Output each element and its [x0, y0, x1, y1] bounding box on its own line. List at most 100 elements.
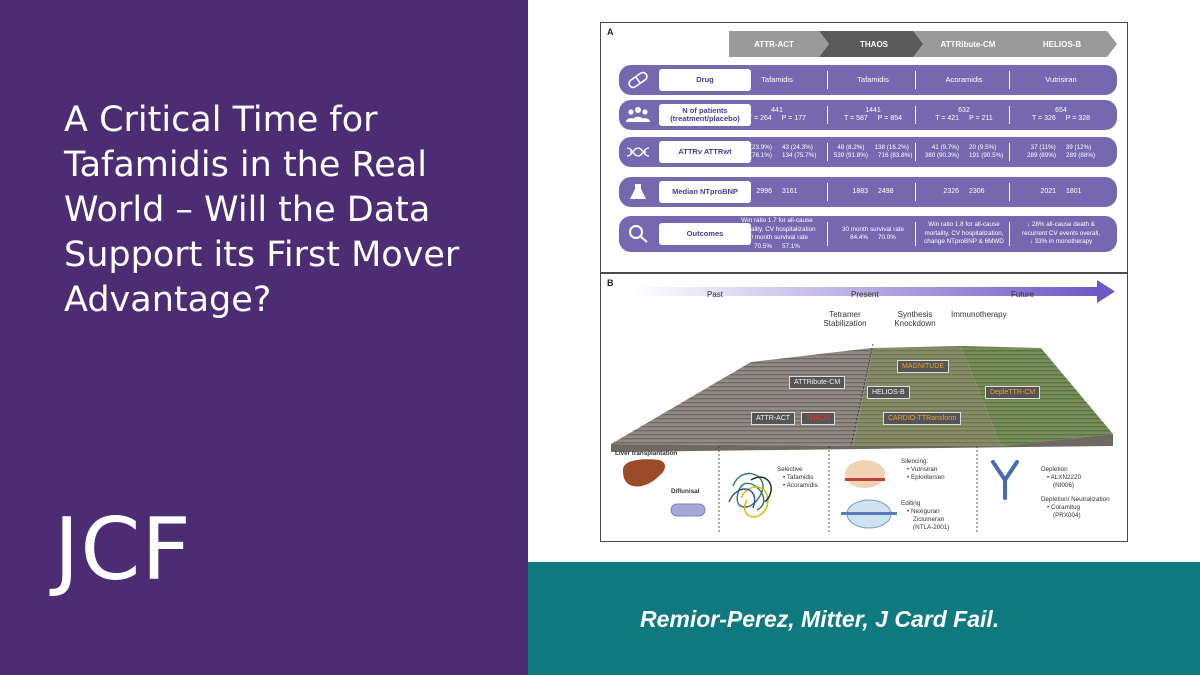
neutralization-item-1: • Coramitug	[1047, 504, 1081, 511]
column-separator	[915, 71, 916, 89]
crispr-icon	[841, 499, 897, 529]
journal-logo: JCF	[54, 500, 192, 600]
magnifier-icon	[625, 224, 651, 244]
field-depletter-cm: DepleTTR-CM	[985, 386, 1041, 399]
depletion-item-2: (NI006)	[1053, 482, 1074, 489]
flask-icon	[625, 182, 651, 202]
editing-item-3: (NTLA-2001)	[913, 524, 950, 531]
column-separator	[915, 183, 916, 201]
column-separator	[915, 143, 916, 161]
timeline-past: Past	[707, 290, 724, 299]
table-cell: ↓ 28% all-cause death &recurrent CV even…	[1021, 221, 1101, 246]
silencing-item-1: • Vutrisiran	[907, 466, 938, 473]
column-separator	[1009, 143, 1010, 161]
editing-title: Editing	[901, 500, 921, 507]
liver-transplantation-label: Liver transplantation	[615, 450, 678, 457]
column-separator	[915, 106, 916, 124]
silencing-title: Silencing:	[901, 458, 929, 465]
table-cell: 37 (11%)39 (12%)289 (89%)289 (88%)	[1026, 143, 1096, 160]
selective-block: Selective • Tafamidis • Acoramidis	[777, 466, 818, 490]
trial-chevron	[819, 31, 929, 57]
column-separator	[915, 222, 916, 246]
column-separator	[827, 222, 828, 246]
table-cell: Vutrisiran	[1045, 74, 1077, 84]
timeline-present: Present	[851, 290, 879, 299]
title-panel: A Critical Time for Tafamidis in the Rea…	[0, 0, 528, 675]
trial-chevron-label: HELIOS-B	[1042, 39, 1082, 49]
figure-panel-b: B	[600, 273, 1128, 542]
panel-letter: B	[607, 278, 614, 288]
trial-chevron-label: THAOS	[860, 39, 888, 49]
column-separator	[827, 183, 828, 201]
field-attr-act: ATTR-ACT	[751, 412, 796, 425]
selective-title: Selective	[777, 466, 803, 473]
antibody-icon	[991, 460, 1019, 500]
pill-icon	[625, 70, 651, 90]
neutralization-block: Depletion/ Neutralization • Coramitug (P…	[1041, 496, 1115, 520]
trial-chevron	[729, 31, 829, 57]
column-separator	[827, 106, 828, 124]
row-label: Drug	[659, 69, 751, 91]
column-separator	[1009, 106, 1010, 124]
row-label: Median NTproBNP	[659, 181, 751, 203]
strategy-stabilization: Tetramer Stabilization	[823, 310, 867, 328]
editing-item-2: Ziclumeran	[913, 516, 945, 523]
editing-item-1: • Nexiguran	[907, 508, 940, 515]
citation-band	[528, 562, 1200, 675]
slide-title: A Critical Time for Tafamidis in the Rea…	[64, 100, 460, 320]
table-cell: 41 (9.7%)20 (9.5%)380 (90.3%)191 (90.5%)	[924, 143, 1004, 160]
neutralization-item-2: (PRX004)	[1053, 512, 1081, 519]
trial-chevron-label: ATTRibute-CM	[940, 39, 996, 49]
strategy-knockdown: Synthesis Knockdown	[894, 310, 936, 328]
field-attribute-cm: ATTRibute-CM	[789, 376, 846, 389]
section-dividers	[718, 343, 978, 532]
column-separator	[1009, 222, 1010, 246]
column-separator	[1009, 183, 1010, 201]
selective-item-2: • Acoramidis	[783, 482, 818, 489]
column-separator	[827, 71, 828, 89]
silencing-block: Silencing: • Vutrisiran • Eplontersen	[901, 458, 945, 482]
column-separator	[827, 143, 828, 161]
diflunisal-label: Diflunisal	[671, 488, 700, 495]
crop-field	[611, 346, 1113, 452]
dna-icon	[625, 142, 651, 162]
trial-chevron-label: ATTR-ACT	[754, 39, 794, 49]
tetramer-icon	[728, 472, 772, 518]
depletion-block: Depletion • ALXN2220 (NI006)	[1041, 466, 1081, 490]
trial-chevron	[913, 31, 1023, 57]
field-cardio-ttransform: CARDIO-TTRansform	[883, 412, 962, 425]
depletion-item-1: • ALXN2220	[1047, 474, 1082, 481]
silencing-item-2: • Eplontersen	[907, 474, 945, 481]
table-cell: 63 (23.9%)43 (24.3%)201 (76.1%)134 (75.7…	[737, 143, 817, 160]
editing-block: Editing • Nexiguran Ziclumeran (NTLA-200…	[901, 500, 949, 532]
pill-icon	[670, 503, 706, 517]
field-magnitude: MAGNITUDE	[897, 360, 949, 373]
table-cell: Tafamidis	[857, 74, 889, 84]
column-separator	[1009, 71, 1010, 89]
row-label: N of patients (treatment/placebo)	[659, 104, 751, 126]
row-label: Outcomes	[659, 223, 751, 245]
row-label: ATTRv ATTRwt	[659, 141, 751, 163]
selective-item-1: • Tafamidis	[783, 474, 814, 481]
trial-chevron	[1007, 31, 1117, 57]
field-thaos: THAOS	[801, 412, 836, 425]
trial-chevrons	[729, 31, 1117, 57]
table-cell: 48 (8.2%)138 (16.2%)539 (91.8%)716 (83.8…	[833, 143, 913, 160]
